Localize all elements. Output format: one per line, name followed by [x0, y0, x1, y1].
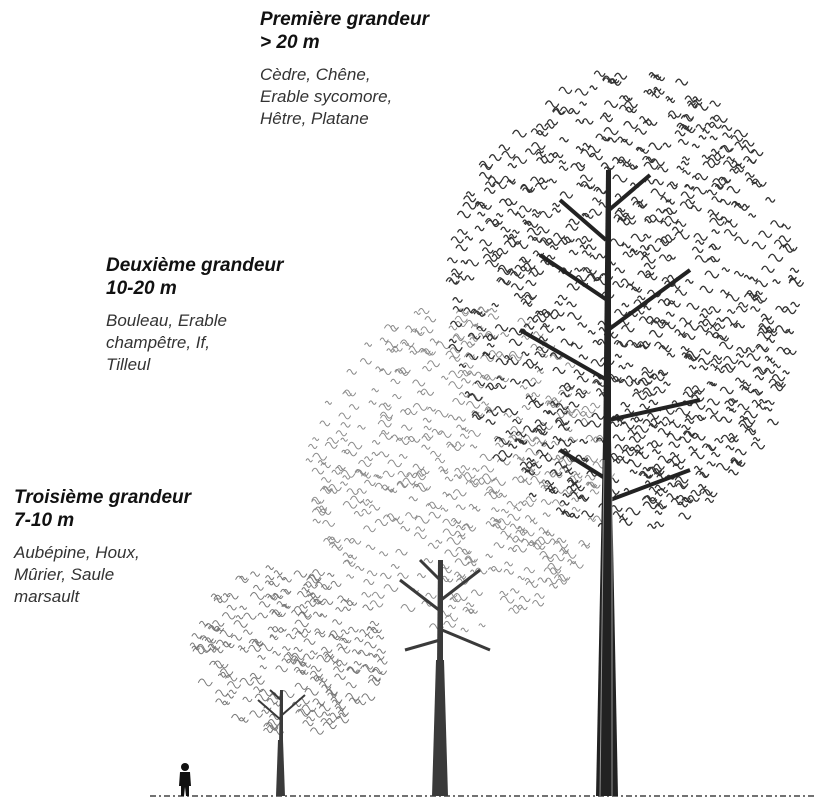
category-height: 7-10 m [14, 509, 191, 532]
species-line: marsault [14, 586, 191, 608]
species-line: Erable sycomore, [260, 86, 429, 108]
species-line: Aubépine, Houx, [14, 542, 191, 564]
species-line: Bouleau, Erable [106, 310, 283, 332]
person-silhouette [179, 763, 191, 796]
category-height: > 20 m [260, 31, 429, 54]
category-title: Première grandeur > 20 m [260, 8, 429, 54]
category-title: Deuxième grandeur 10-20 m [106, 254, 283, 300]
category-first: Première grandeur > 20 m Cèdre, Chêne, E… [260, 8, 429, 130]
category-name: Première grandeur [260, 8, 429, 31]
category-title: Troisième grandeur 7-10 m [14, 486, 191, 532]
species-line: Mûrier, Saule [14, 564, 191, 586]
species-line: Tilleul [106, 354, 283, 376]
species-list: Cèdre, Chêne, Erable sycomore, Hêtre, Pl… [260, 64, 429, 130]
medium-tree [400, 560, 490, 796]
species-list: Aubépine, Houx, Mûrier, Saule marsault [14, 542, 191, 608]
species-line: champêtre, If, [106, 332, 283, 354]
large-tree-foliage [446, 71, 803, 529]
category-name: Deuxième grandeur [106, 254, 283, 277]
category-name: Troisième grandeur [14, 486, 191, 509]
category-second: Deuxième grandeur 10-20 m Bouleau, Erabl… [106, 254, 283, 376]
category-height: 10-20 m [106, 277, 283, 300]
species-line: Hêtre, Platane [260, 108, 429, 130]
species-line: Cèdre, Chêne, [260, 64, 429, 86]
category-third: Troisième grandeur 7-10 m Aubépine, Houx… [14, 486, 191, 608]
species-list: Bouleau, Erable champêtre, If, Tilleul [106, 310, 283, 376]
